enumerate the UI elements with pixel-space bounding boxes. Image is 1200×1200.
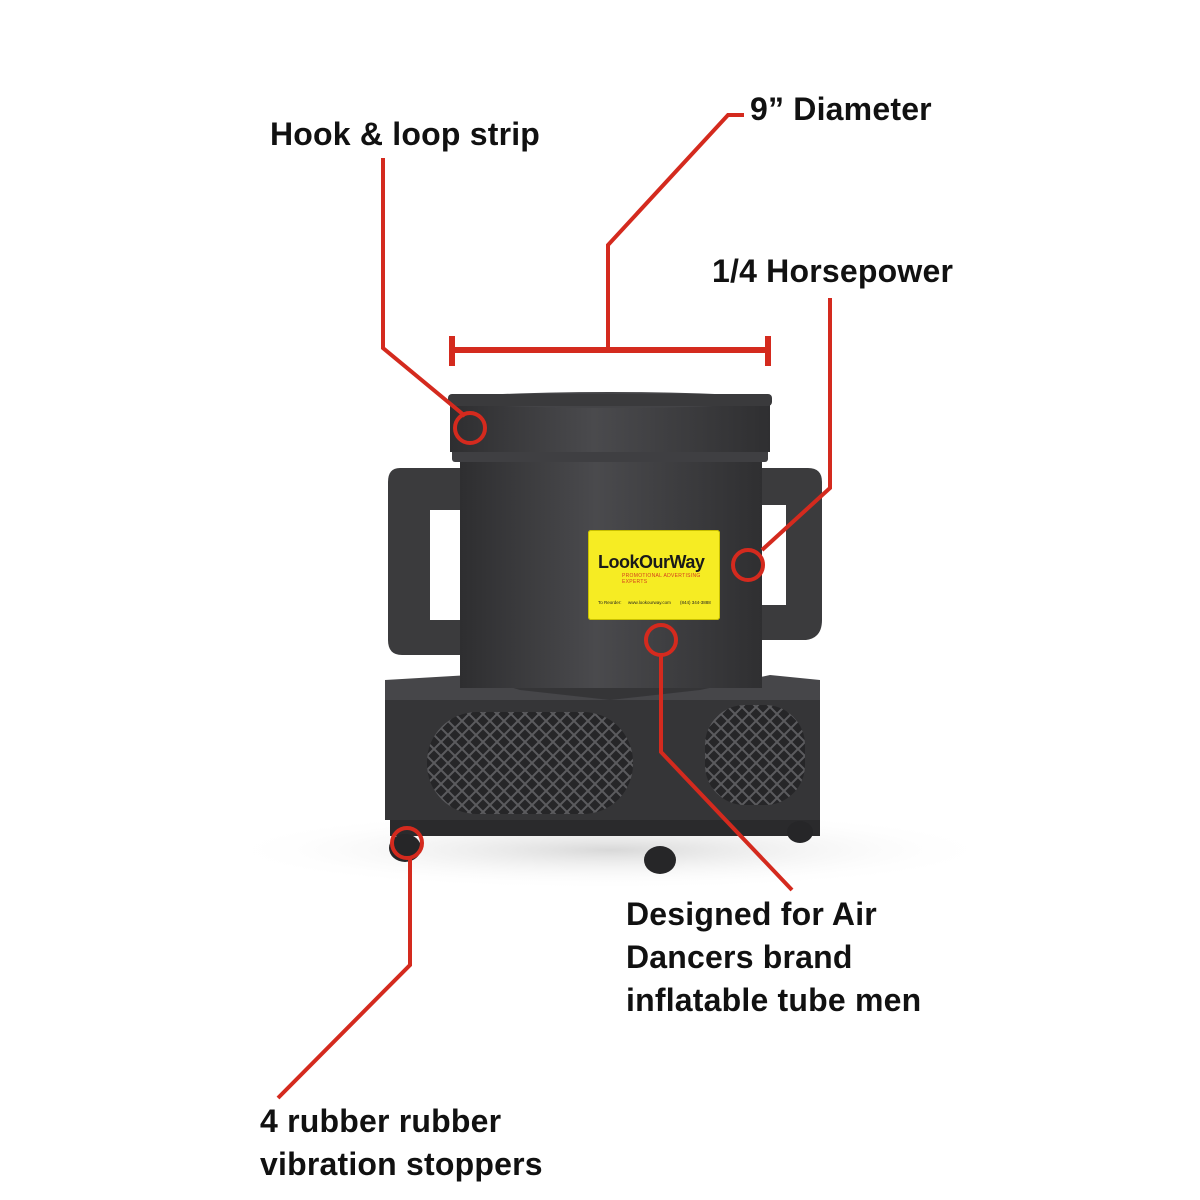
- callout-hook-loop-text: Hook & loop strip: [270, 116, 541, 152]
- sticker-reorder: To Reorder:: [598, 600, 622, 605]
- rubber-foot: [787, 821, 813, 843]
- brand-sticker: LookOurWay PROMOTIONAL ADVERTISING EXPER…: [588, 530, 720, 620]
- callout-designed-line2: Dancers brand: [626, 939, 853, 975]
- callout-designed-line3: inflatable tube men: [626, 982, 922, 1018]
- sticker-tagline: PROMOTIONAL ADVERTISING EXPERTS: [622, 573, 701, 585]
- rubber-foot: [644, 846, 676, 874]
- blower-base: [385, 675, 820, 874]
- callout-stoppers-line2: vibration stoppers: [260, 1146, 543, 1182]
- callout-designed-for: Designed for Air Dancers brand inflatabl…: [626, 893, 921, 1022]
- callout-stoppers: 4 rubber rubber vibration stoppers: [260, 1100, 543, 1186]
- callout-designed-line1: Designed for Air: [626, 896, 877, 932]
- callout-diameter-text: 9” Diameter: [750, 91, 932, 127]
- callout-hook-loop: Hook & loop strip: [270, 113, 540, 156]
- callout-lines: [276, 113, 832, 1100]
- callout-stoppers-line1: 4 rubber rubber: [260, 1103, 502, 1139]
- sticker-brand: LookOurWay: [598, 552, 705, 572]
- sticker-website: www.lookourway.com: [628, 600, 671, 605]
- callout-horsepower-text: 1/4 Horsepower: [712, 253, 954, 289]
- callout-horsepower: 1/4 Horsepower: [712, 250, 953, 293]
- callout-diameter: 9” Diameter: [750, 88, 932, 131]
- sticker-phone: (844) 344-3888: [680, 600, 711, 605]
